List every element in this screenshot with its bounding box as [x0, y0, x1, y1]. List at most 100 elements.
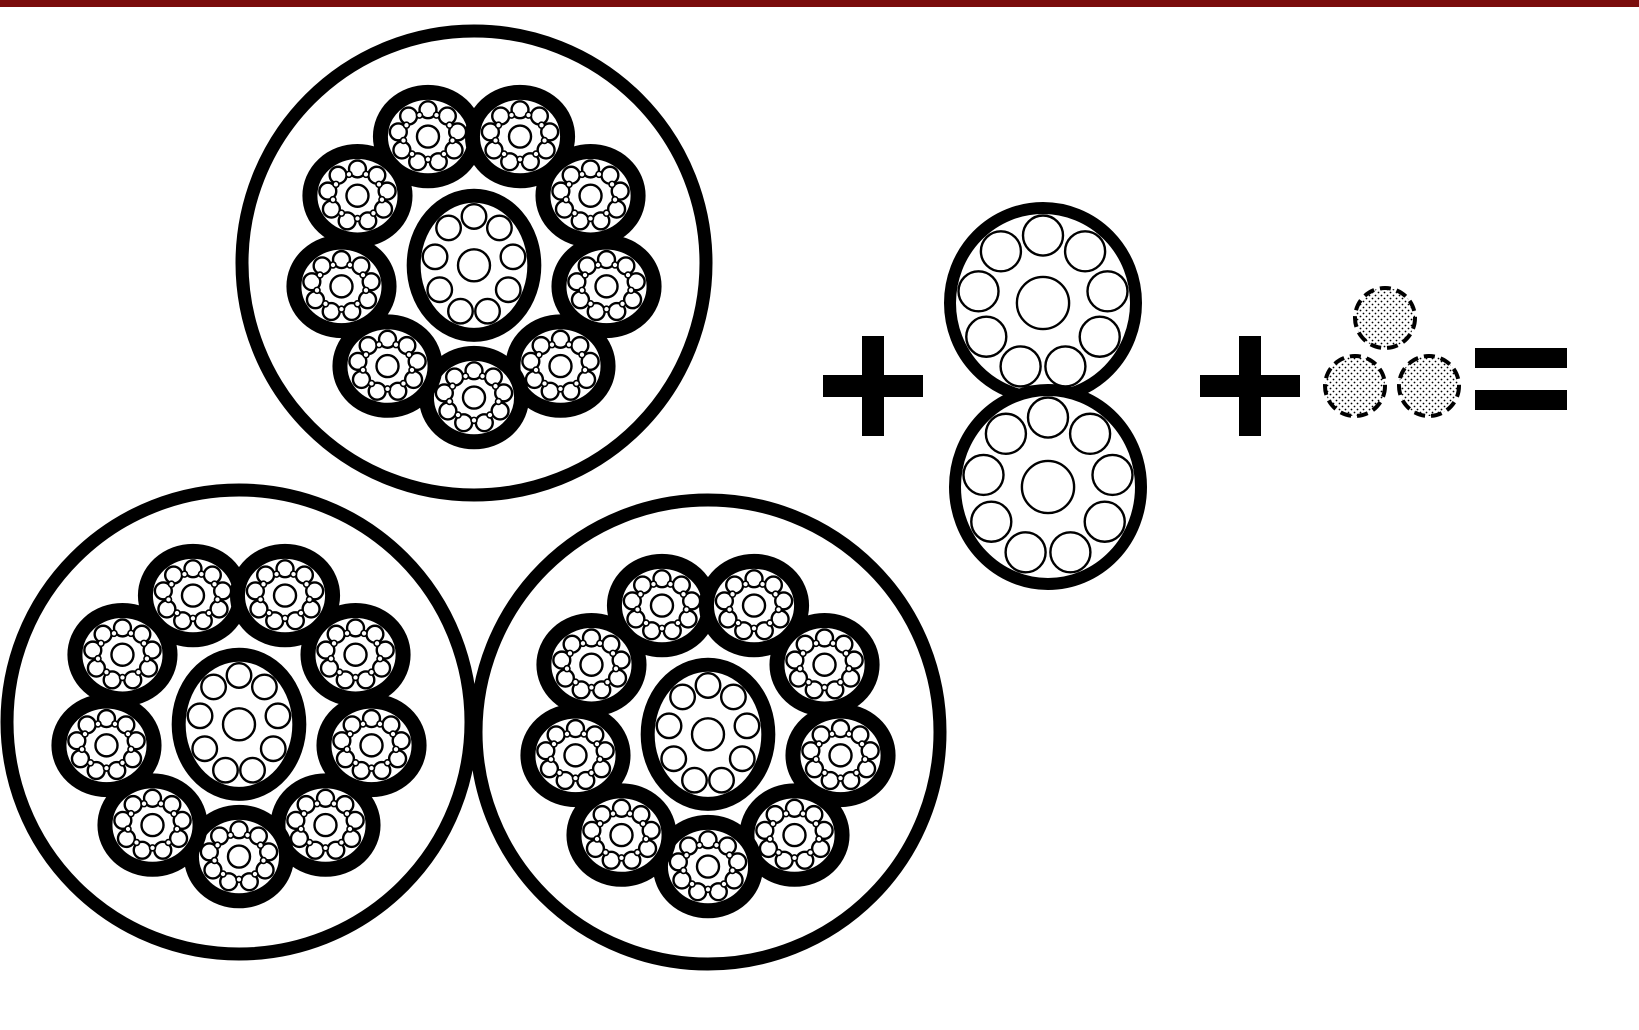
filler-strand	[721, 881, 727, 887]
filler-strand	[730, 591, 736, 597]
filler-strand	[609, 181, 615, 187]
outer-strand	[204, 567, 221, 584]
center-strand	[463, 387, 485, 409]
filler-strand	[347, 262, 353, 268]
filler-strand	[314, 287, 320, 293]
outer-strand	[639, 840, 656, 857]
filler-strand	[425, 156, 431, 162]
center-strand	[1022, 461, 1074, 513]
filler-strand	[344, 811, 350, 817]
filler-strand	[509, 112, 515, 118]
outer-strand	[360, 337, 377, 354]
outer-strand	[213, 758, 238, 783]
filler-strand	[566, 342, 572, 348]
filler-strand	[377, 656, 383, 662]
outer-strand	[593, 760, 610, 777]
outer-strand	[730, 746, 755, 771]
filler-strand	[128, 630, 134, 636]
filler-strand	[307, 597, 313, 603]
outer-strand	[790, 670, 807, 687]
filler-strand	[339, 840, 345, 846]
filler-strand	[390, 731, 396, 737]
filler-strand	[643, 836, 649, 842]
outer-strand	[772, 610, 789, 627]
filler-strand	[344, 746, 350, 752]
filler-strand	[141, 801, 147, 807]
filler-strand	[111, 630, 117, 636]
outer-strand	[971, 502, 1011, 542]
outer-strand	[296, 567, 313, 584]
filler-strand	[517, 156, 523, 162]
filler-strand	[797, 666, 803, 672]
outer-strand	[250, 828, 267, 845]
filler-strand	[589, 685, 595, 691]
outer-strand	[439, 108, 456, 125]
filler-strand	[125, 826, 131, 832]
outer-strand	[492, 403, 509, 420]
central-sub-bundle	[179, 655, 300, 794]
filler-strand	[610, 650, 616, 656]
outer-sub-bundle	[294, 242, 389, 330]
outer-strand	[797, 636, 814, 653]
center-strand	[228, 846, 250, 868]
filler-strand	[166, 840, 172, 846]
filler-strand	[369, 669, 375, 675]
filler-strand	[228, 832, 234, 838]
outer-strand	[133, 626, 150, 643]
outer-strand	[842, 670, 859, 687]
conductor-lower	[955, 390, 1141, 584]
outer-sub-bundle	[544, 620, 639, 708]
filler-strand	[668, 581, 674, 587]
center-strand	[692, 718, 724, 750]
outer-strand	[307, 291, 324, 308]
filler-strand	[625, 272, 631, 278]
filler-strand	[651, 581, 657, 587]
filler-strand	[128, 746, 134, 752]
outer-strand	[485, 369, 502, 386]
center-strand	[346, 185, 368, 207]
filler-strand	[471, 417, 477, 423]
filler-strand	[854, 770, 860, 776]
outer-strand	[835, 636, 852, 653]
filler-strand	[792, 855, 798, 861]
filler-strand	[344, 630, 350, 636]
outer-strand	[564, 636, 581, 653]
outer-strand	[673, 577, 690, 594]
filler-strand	[323, 845, 329, 851]
outer-strand	[337, 750, 354, 767]
filler-strand	[104, 765, 110, 771]
outer-strand	[79, 716, 96, 733]
outer-strand	[475, 299, 500, 324]
filler-strand	[353, 760, 359, 766]
center-strand	[595, 275, 617, 297]
filler-strand	[441, 151, 447, 157]
equals-top-bar	[1475, 348, 1567, 368]
center-strand	[564, 744, 586, 766]
outer-strand	[767, 806, 784, 823]
filler-strand	[806, 679, 812, 685]
outer-strand	[204, 862, 221, 879]
filler-strand	[604, 210, 610, 216]
filler-strand	[579, 352, 585, 358]
filler-strand	[346, 171, 352, 177]
filler-strand	[449, 138, 455, 144]
filler-strand	[360, 367, 366, 373]
filler-strand	[374, 640, 380, 646]
filler-strand	[339, 210, 345, 216]
filler-strand	[385, 760, 391, 766]
filler-strand	[182, 571, 188, 577]
outer-strand	[501, 245, 526, 270]
outer-strand	[446, 369, 463, 386]
outer-strand	[579, 257, 596, 274]
outer-strand	[487, 216, 512, 241]
outer-strand	[158, 600, 175, 617]
filler-strand	[582, 272, 588, 278]
center-strand	[610, 824, 632, 846]
filler-strand	[813, 756, 819, 762]
outer-strand	[719, 610, 736, 627]
outer-sub-bundle	[310, 151, 405, 239]
outer-strand	[366, 626, 383, 643]
filler-strand	[406, 352, 412, 358]
filler-strand	[557, 770, 563, 776]
filler-strand	[767, 620, 773, 626]
